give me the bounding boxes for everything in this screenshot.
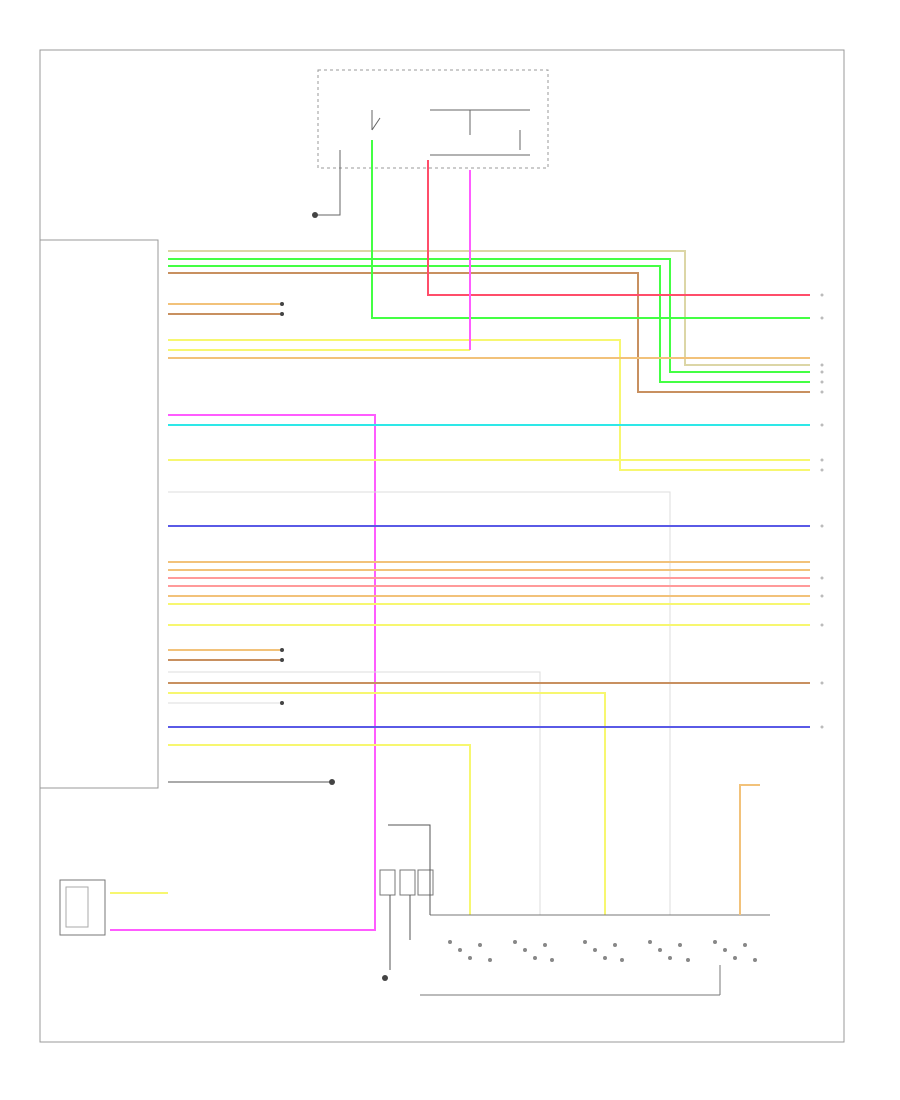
right-edge-markers bbox=[820, 293, 824, 729]
ground-symbols bbox=[280, 212, 388, 981]
control-module-box bbox=[39, 239, 159, 789]
top-switch-symbol bbox=[371, 109, 530, 156]
module-wire-harness bbox=[110, 250, 810, 931]
fluid-temp-sensor bbox=[59, 879, 106, 936]
switch-module-box bbox=[317, 69, 549, 169]
range-switch-contacts bbox=[448, 940, 757, 962]
right-bottom-wire bbox=[739, 784, 760, 915]
switch-wires bbox=[315, 140, 810, 350]
range-switch-area bbox=[379, 824, 770, 996]
